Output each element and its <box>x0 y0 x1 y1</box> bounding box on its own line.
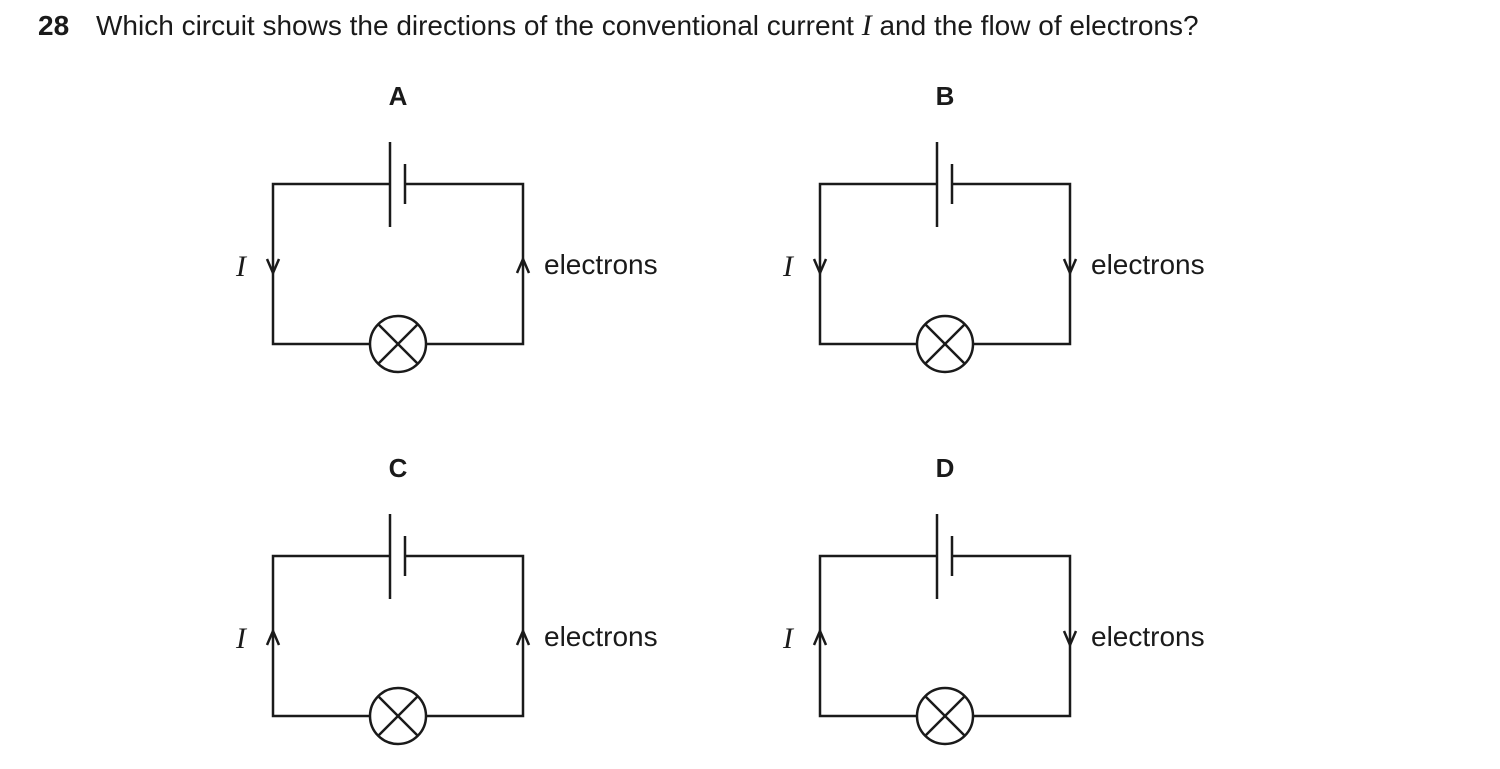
question-text-after: and the flow of electrons? <box>871 10 1199 41</box>
question-variable: I <box>861 9 872 42</box>
circuit-wire <box>405 182 525 346</box>
lamp-icon <box>915 314 975 374</box>
current-label: I <box>235 622 248 655</box>
option-label: B <box>936 81 955 111</box>
current-label: I <box>782 622 795 655</box>
lamp-icon <box>368 686 428 746</box>
lamp-icon <box>368 314 428 374</box>
electrons-label: electrons <box>1091 621 1205 652</box>
circuit-option-c: C I electrons <box>235 453 658 746</box>
circuit-wire <box>818 182 937 346</box>
circuit-wire <box>952 182 1072 346</box>
electrons-label: electrons <box>1091 249 1205 280</box>
option-label: D <box>936 453 955 483</box>
circuit-wire <box>818 554 937 718</box>
circuit-option-b: B I electrons <box>782 81 1205 374</box>
circuit-wire <box>952 554 1072 718</box>
question-number: 28 <box>38 10 70 41</box>
circuit-wire <box>271 182 390 346</box>
current-label: I <box>782 250 795 283</box>
electron-arrow <box>1062 630 1078 649</box>
circuit-option-a: A I electrons <box>235 81 658 374</box>
current-arrow <box>812 258 828 277</box>
question-stem: 28 Which circuit shows the directions of … <box>38 8 1199 44</box>
option-label: C <box>389 453 408 483</box>
option-label: A <box>389 81 408 111</box>
electron-arrow <box>1062 258 1078 277</box>
electrons-label: electrons <box>544 621 658 652</box>
electron-arrow <box>515 255 531 274</box>
circuit-wire <box>405 554 525 718</box>
current-label: I <box>235 250 248 283</box>
circuit-option-d: D I electrons <box>782 453 1205 746</box>
question-text-before: Which circuit shows the directions of th… <box>96 10 862 41</box>
current-arrow <box>265 627 281 646</box>
circuit-wire <box>271 554 390 718</box>
electron-arrow <box>515 627 531 646</box>
electrons-label: electrons <box>544 249 658 280</box>
lamp-icon <box>915 686 975 746</box>
current-arrow <box>812 627 828 646</box>
current-arrow <box>265 258 281 277</box>
